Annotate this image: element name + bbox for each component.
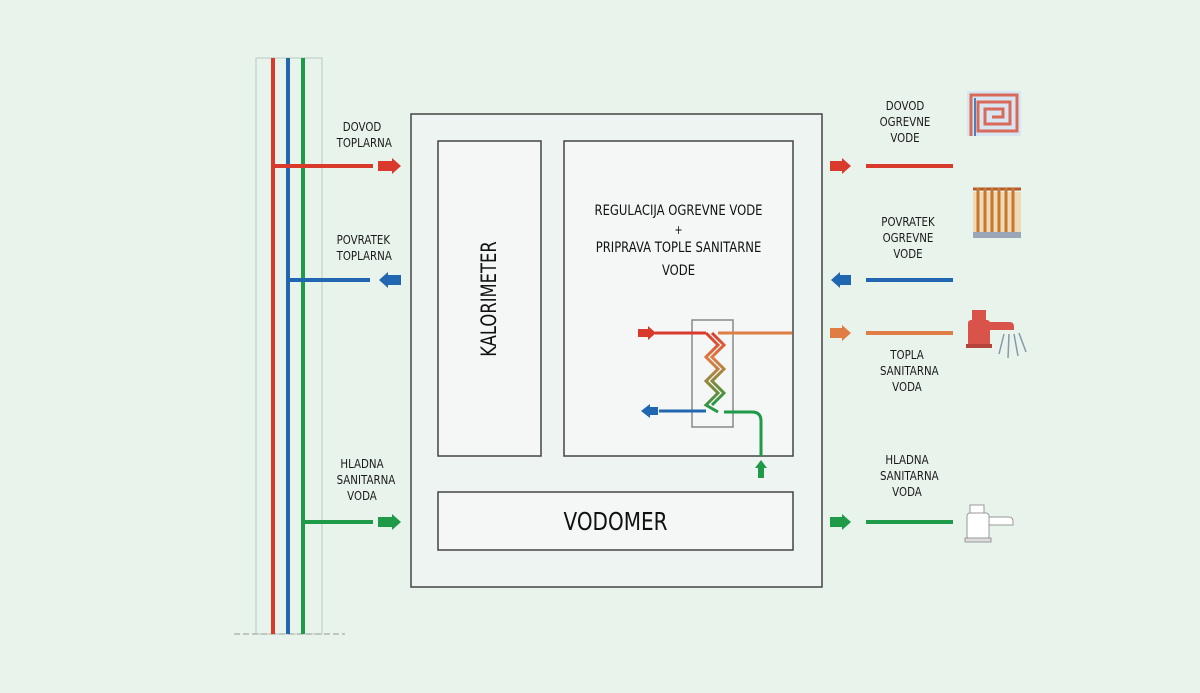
label-povratek-ogrevne-vode: POVRATEK OGREVNE VODE bbox=[881, 214, 935, 261]
left-branches bbox=[273, 158, 401, 530]
label-povratek-toplarna: POVRATEK TOPLARNA bbox=[336, 232, 392, 263]
label-dovod-ogrevne-vode: DOVOD OGREVNE VODE bbox=[879, 98, 931, 145]
arrow-cold-in bbox=[378, 514, 401, 530]
riser-shaft bbox=[234, 57, 345, 635]
arrow-hot-water bbox=[830, 325, 851, 341]
vodomer-title: VODOMER bbox=[563, 507, 668, 536]
vodomer-box bbox=[437, 491, 794, 551]
arrow-supply-in bbox=[378, 158, 401, 174]
right-outputs bbox=[830, 158, 953, 530]
arrow-heating-supply bbox=[830, 158, 851, 174]
kalorimeter-title: KALORIMETER bbox=[477, 241, 501, 357]
heat-exchanger bbox=[638, 319, 792, 478]
label-topla-sanitarna-voda: TOPLA SANITARNA VODA bbox=[879, 347, 939, 394]
radiator-icon bbox=[973, 187, 1021, 238]
regulacija-box bbox=[563, 140, 794, 457]
arrow-heating-return bbox=[831, 272, 851, 288]
label-hladna-sanitarna-voda-left: HLADNA SANITARNA VODA bbox=[336, 456, 396, 503]
label-hladna-sanitarna-voda-right: HLADNA SANITARNA VODA bbox=[879, 452, 939, 499]
arrow-cold-water-out bbox=[830, 514, 851, 530]
regulacija-title: REGULACIJA OGREVNE VODE + PRIPRAVA TOPLE… bbox=[594, 203, 763, 279]
arrow-return-out bbox=[379, 272, 401, 288]
cold-tap-icon bbox=[964, 504, 1014, 543]
floor-heating-icon bbox=[967, 91, 1021, 136]
label-dovod-toplarna: DOVOD TOPLARNA bbox=[336, 119, 392, 150]
hot-tap-icon bbox=[966, 310, 1027, 359]
kalorimeter-box bbox=[437, 140, 542, 457]
